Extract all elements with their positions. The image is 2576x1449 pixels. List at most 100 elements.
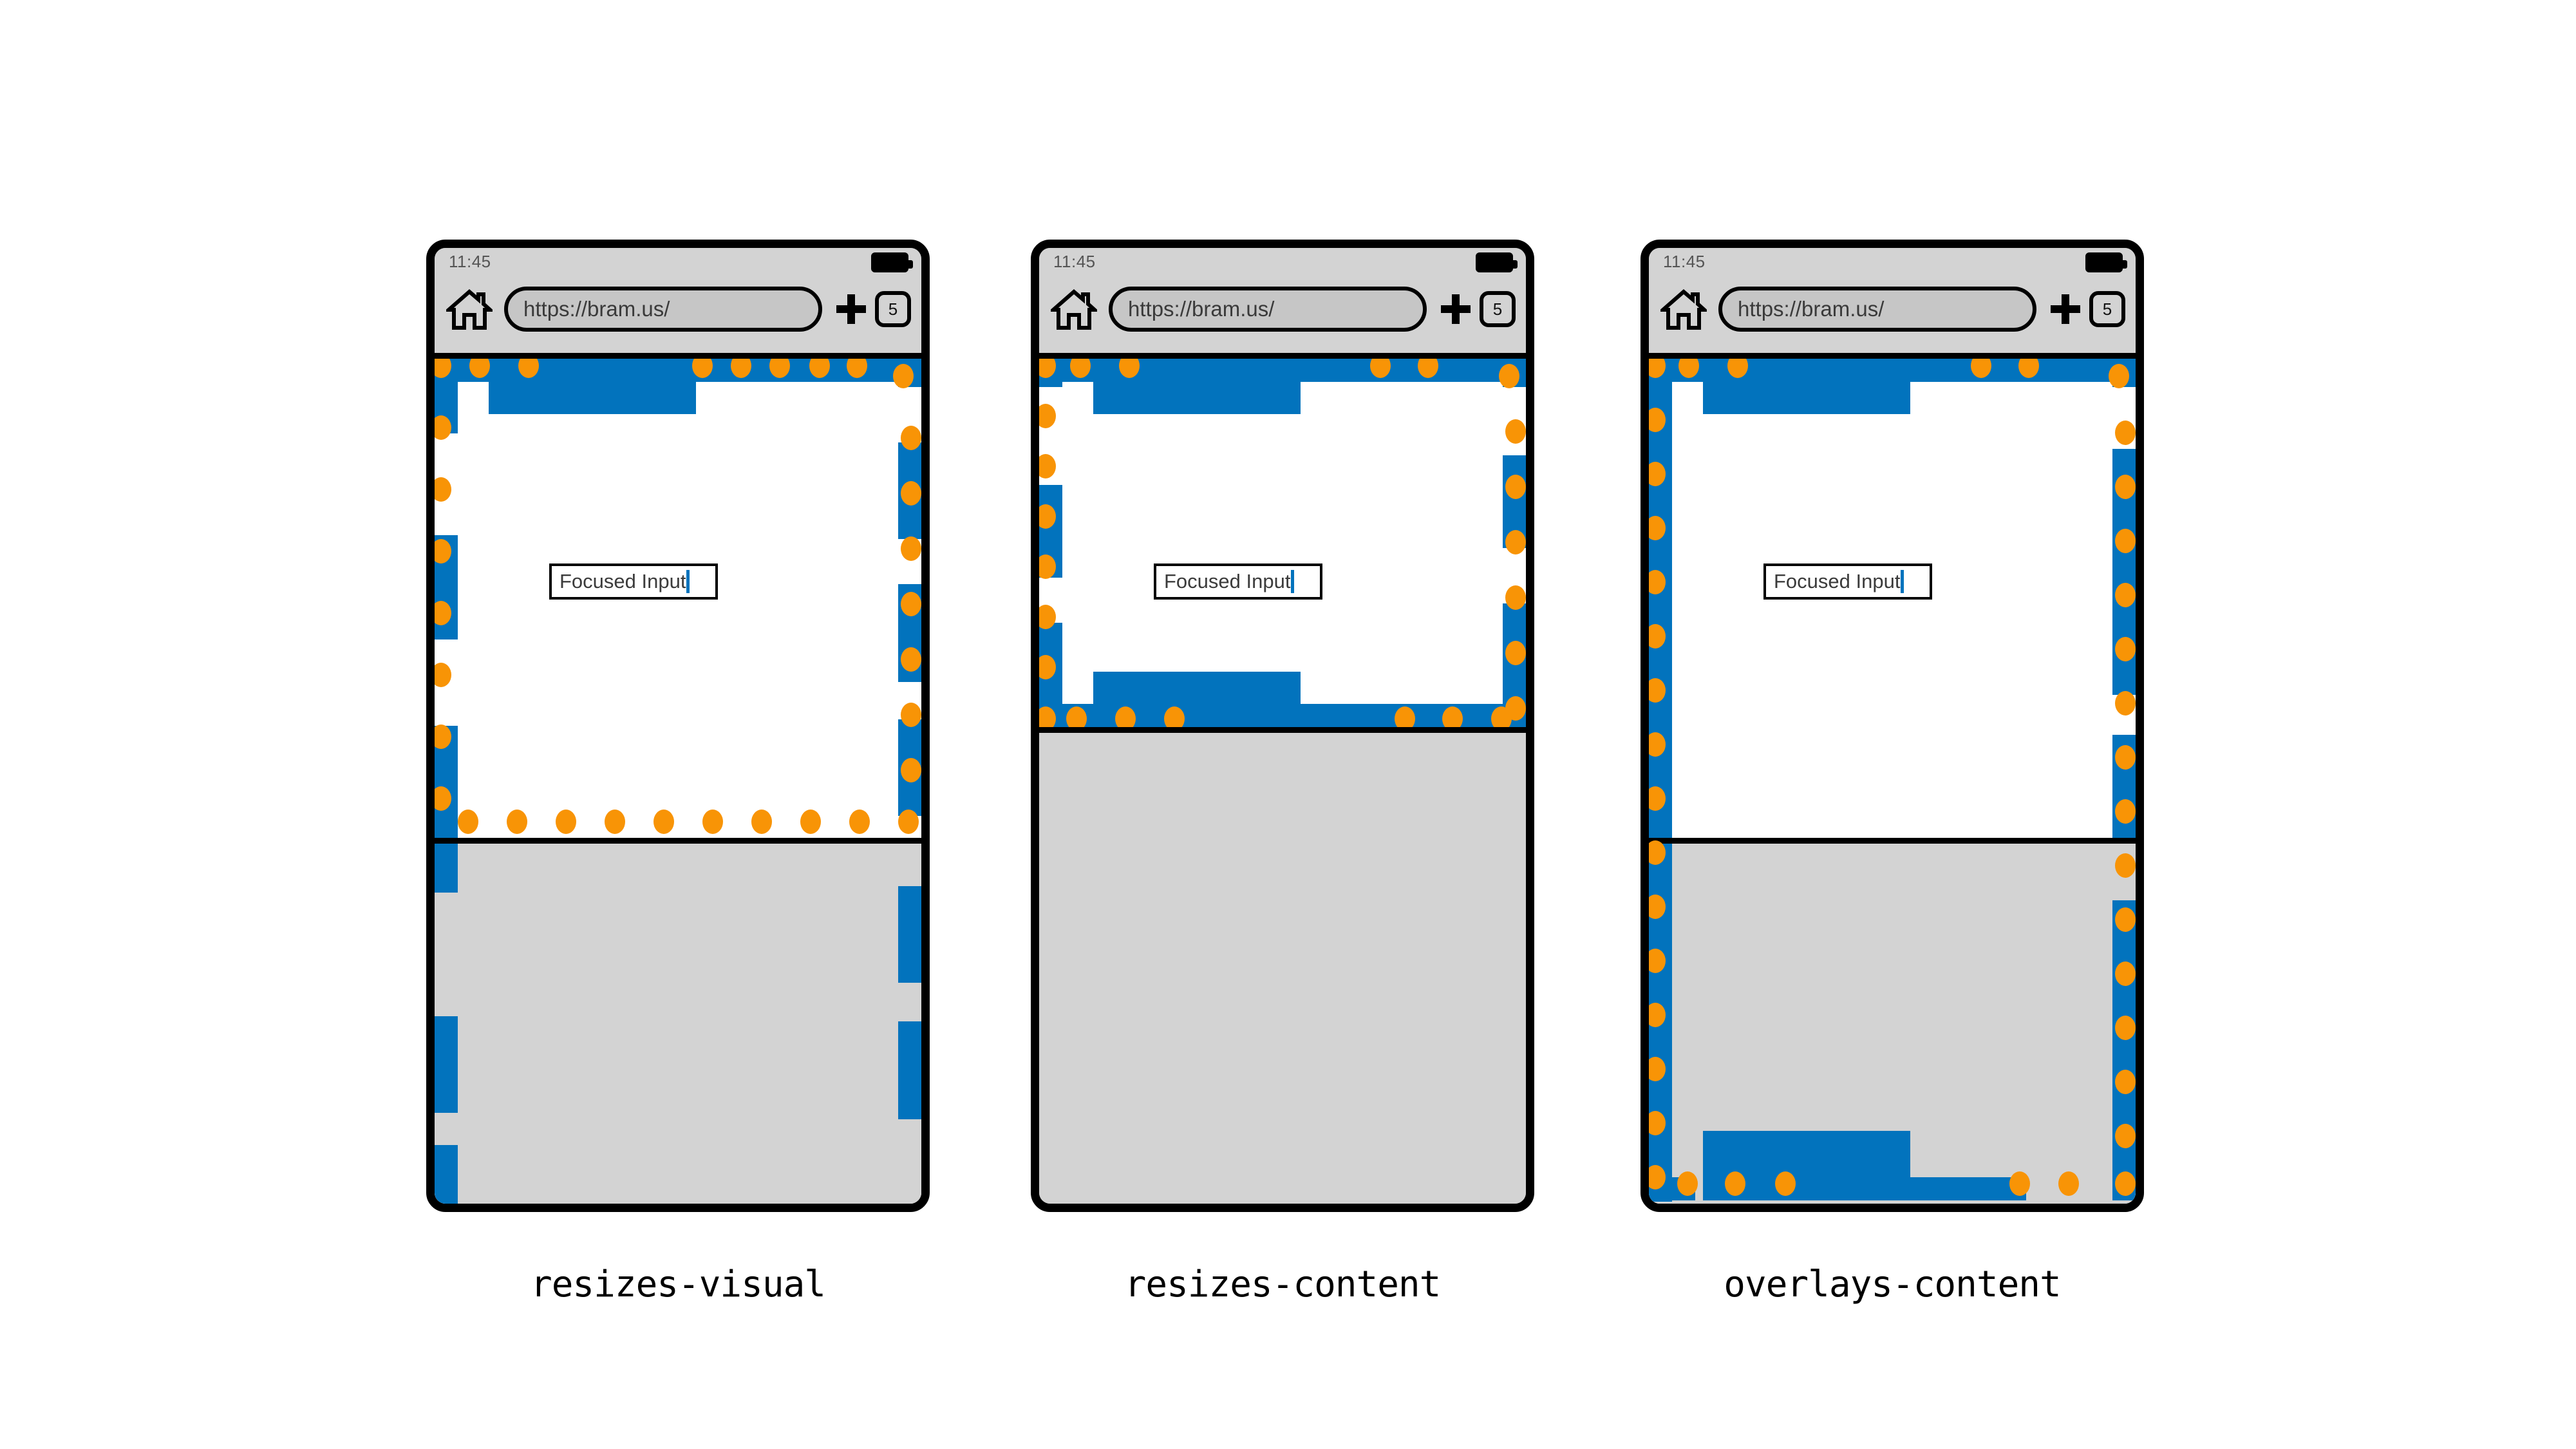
focused-input-value: Focused Input: [1164, 570, 1291, 592]
dot-marker: [1649, 408, 1666, 432]
dot-marker: [1678, 359, 1699, 378]
dot-marker: [1039, 655, 1056, 679]
tab-count-button[interactable]: 5: [875, 291, 911, 327]
plus-icon[interactable]: [2051, 294, 2080, 324]
virtual-keyboard: [435, 838, 921, 1204]
focused-input[interactable]: Focused Input: [1763, 564, 1932, 600]
browser-toolbar: https://bram.us/ 5: [1039, 278, 1526, 348]
browser-chrome: 11:45 https://bram.us/ 5: [1649, 248, 2136, 359]
text-caret: [1291, 570, 1295, 593]
battery-icon: [871, 252, 913, 272]
dot-marker: [898, 810, 919, 834]
page-viewport: Focused Input: [1649, 359, 2136, 1204]
keyboard-overlaid-right-1: [2112, 900, 2136, 1200]
home-icon[interactable]: [1051, 285, 1097, 332]
dot-marker: [1649, 516, 1666, 540]
dot-marker: [1649, 840, 1666, 865]
dot-marker: [458, 810, 478, 834]
focused-input[interactable]: Focused Input: [1154, 564, 1322, 600]
tab-count-button[interactable]: 5: [1480, 291, 1516, 327]
keyboard-occluded-right-1: [898, 886, 921, 983]
dot-marker: [702, 810, 723, 834]
dot-marker: [1039, 554, 1056, 579]
dot-marker: [1039, 454, 1056, 478]
dot-marker: [1649, 786, 1666, 811]
home-icon[interactable]: [446, 285, 493, 332]
keyboard-occluded-right-2: [898, 1021, 921, 1119]
dot-marker: [1971, 359, 1991, 378]
dot-marker: [2115, 907, 2136, 932]
dot-marker: [435, 663, 451, 687]
status-bar: 11:45: [435, 248, 921, 279]
plus-icon[interactable]: [1441, 294, 1471, 324]
dot-marker: [901, 703, 921, 727]
dot-marker: [1119, 359, 1140, 378]
browser-chrome: 11:45 https://bram.us/ 5: [435, 248, 921, 359]
home-icon[interactable]: [1660, 285, 1707, 332]
dot-marker: [2109, 364, 2129, 388]
dot-marker: [1649, 732, 1666, 757]
dot-marker: [1370, 359, 1391, 378]
text-caret: [1901, 570, 1904, 593]
url-text: https://bram.us/: [1128, 297, 1275, 321]
dot-marker: [2115, 961, 2136, 986]
phone-mockup-overlays-content: 11:45 https://bram.us/ 5: [1641, 240, 2144, 1212]
dot-marker: [1164, 706, 1185, 727]
dot-marker: [1649, 462, 1666, 486]
caption-resizes-content: resizes-content: [1124, 1264, 1442, 1305]
dot-marker: [1066, 706, 1087, 727]
status-clock: 11:45: [1053, 252, 1096, 271]
dot-marker: [751, 810, 772, 834]
url-text: https://bram.us/: [523, 297, 670, 321]
dot-marker: [893, 364, 914, 388]
dot-marker: [731, 359, 751, 378]
dot-marker: [435, 601, 451, 625]
dot-marker: [2115, 745, 2136, 770]
keyboard-occluded-left-3: [435, 1145, 458, 1204]
dot-marker: [1649, 895, 1666, 919]
keyboard-overlaid-footer-tail: [1910, 1177, 2026, 1200]
dot-marker: [1649, 678, 1666, 703]
dot-marker: [435, 724, 451, 749]
dot-marker: [2115, 1070, 2136, 1094]
dot-marker: [849, 810, 870, 834]
dot-marker: [1649, 949, 1666, 973]
browser-chrome: 11:45 https://bram.us/ 5: [1039, 248, 1526, 359]
dot-marker: [1505, 585, 1526, 610]
dot-marker: [556, 810, 576, 834]
dot-marker: [2009, 1171, 2030, 1196]
url-bar[interactable]: https://bram.us/: [1109, 287, 1427, 332]
dot-marker: [2115, 691, 2136, 715]
dot-marker: [435, 415, 451, 440]
dot-marker: [2058, 1171, 2079, 1196]
dot-marker: [2115, 1171, 2136, 1196]
dot-marker: [1395, 706, 1415, 727]
url-bar[interactable]: https://bram.us/: [1718, 287, 2036, 332]
dot-marker: [901, 647, 921, 672]
tab-count-label: 5: [888, 299, 898, 319]
dot-marker: [901, 481, 921, 506]
caption-overlays-content: overlays-content: [1724, 1264, 2061, 1305]
dot-marker: [435, 477, 451, 502]
dot-marker: [809, 359, 830, 378]
plus-icon[interactable]: [836, 294, 866, 324]
dot-marker: [2115, 637, 2136, 661]
dot-marker: [2115, 1124, 2136, 1148]
tab-count-button[interactable]: 5: [2089, 291, 2125, 327]
status-bar: 11:45: [1039, 248, 1526, 279]
dot-marker: [1725, 1171, 1745, 1196]
url-bar[interactable]: https://bram.us/: [504, 287, 822, 332]
dot-marker: [901, 592, 921, 616]
dot-marker: [1677, 1171, 1698, 1196]
page-viewport: Focused Input: [435, 359, 921, 1204]
dot-marker: [2115, 853, 2136, 878]
dot-marker: [1505, 530, 1526, 554]
focused-input[interactable]: Focused Input: [549, 564, 718, 600]
tab-count-label: 5: [1492, 299, 1503, 319]
dot-marker: [2115, 529, 2136, 553]
dot-marker: [1418, 359, 1438, 378]
dot-marker: [1039, 706, 1056, 727]
dot-marker: [507, 810, 527, 834]
dot-marker: [435, 786, 451, 811]
browser-toolbar: https://bram.us/ 5: [435, 278, 921, 348]
